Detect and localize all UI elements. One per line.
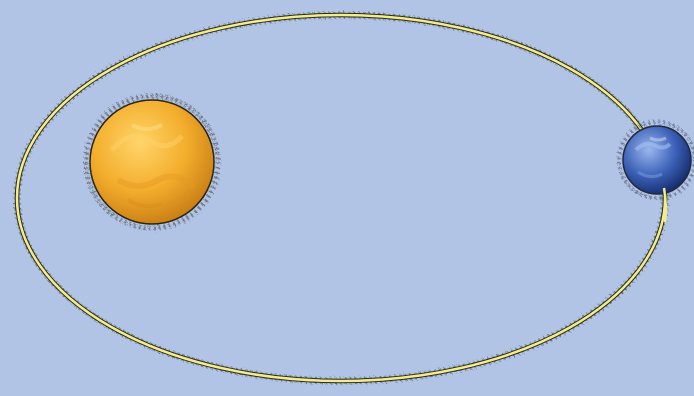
sun-icon xyxy=(86,96,218,228)
earth-icon xyxy=(619,122,694,198)
